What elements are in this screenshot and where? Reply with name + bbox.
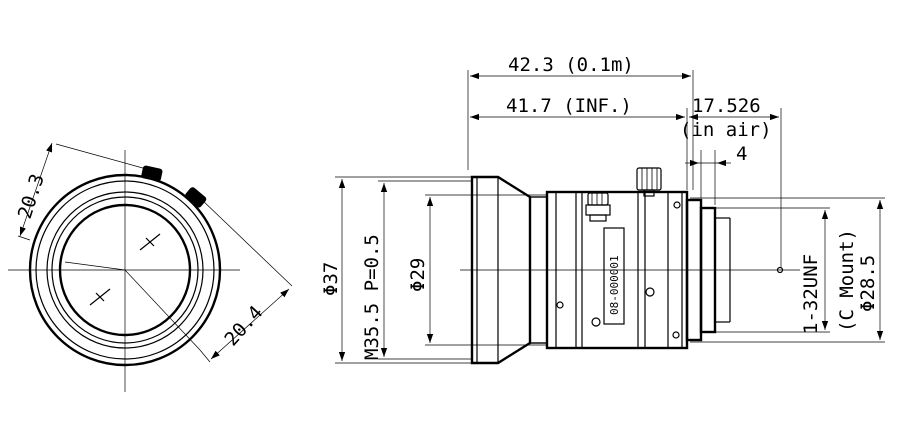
dim-focus-inf: 41.7 (INF.) bbox=[506, 95, 632, 117]
front-ring-2 bbox=[35, 180, 215, 360]
dim-mount-dia: Φ28.5 bbox=[857, 255, 879, 312]
front-view: 20.3 20.4 bbox=[8, 142, 293, 392]
front-dim-line-bottom bbox=[210, 288, 290, 360]
body-knob-1 bbox=[585, 192, 611, 222]
serial-label: 08-000001 bbox=[608, 255, 621, 315]
front-dim-top: 20.3 bbox=[14, 171, 49, 221]
side-view: 08-000001 42.3 (0.1m) 41.7 (INF.) 17.526… bbox=[320, 54, 885, 365]
front-leader-top bbox=[64, 261, 126, 271]
body-screw-1 bbox=[556, 301, 564, 309]
body-screw-4 bbox=[673, 201, 681, 209]
front-reflection-marks bbox=[89, 233, 161, 306]
body-screw-3 bbox=[591, 317, 601, 327]
front-glass-ring bbox=[58, 203, 192, 337]
dim-outer-dia: Φ37 bbox=[320, 262, 342, 296]
dim-flange-back-note: (in air) bbox=[680, 119, 772, 141]
front-knob-top bbox=[141, 165, 163, 182]
front-dim-bottom: 20.4 bbox=[220, 302, 267, 351]
dim-mount-note: (C Mount) bbox=[836, 229, 858, 332]
front-ring-4 bbox=[51, 196, 199, 344]
serial-plate bbox=[603, 227, 625, 325]
dim-mount-thread: 1-32UNF bbox=[800, 254, 822, 334]
dim-mount-depth: 4 bbox=[736, 143, 747, 165]
body-screw-5 bbox=[672, 331, 680, 339]
front-dim-line-top bbox=[19, 142, 53, 237]
front-knob-right bbox=[185, 187, 207, 208]
dim-body-dia: Φ29 bbox=[407, 258, 429, 292]
front-outer-ring bbox=[28, 173, 222, 367]
front-leader-bottom bbox=[124, 269, 201, 351]
body-screw-2 bbox=[645, 287, 655, 297]
dim-filter-thread: M35.5 P=0.5 bbox=[361, 234, 383, 360]
dim-focus-close: 42.3 (0.1m) bbox=[508, 54, 634, 76]
body-knob-2 bbox=[636, 167, 662, 197]
dim-flange-back: 17.526 bbox=[692, 95, 761, 117]
front-ring-3 bbox=[46, 191, 204, 349]
image-plane-point bbox=[776, 266, 784, 274]
